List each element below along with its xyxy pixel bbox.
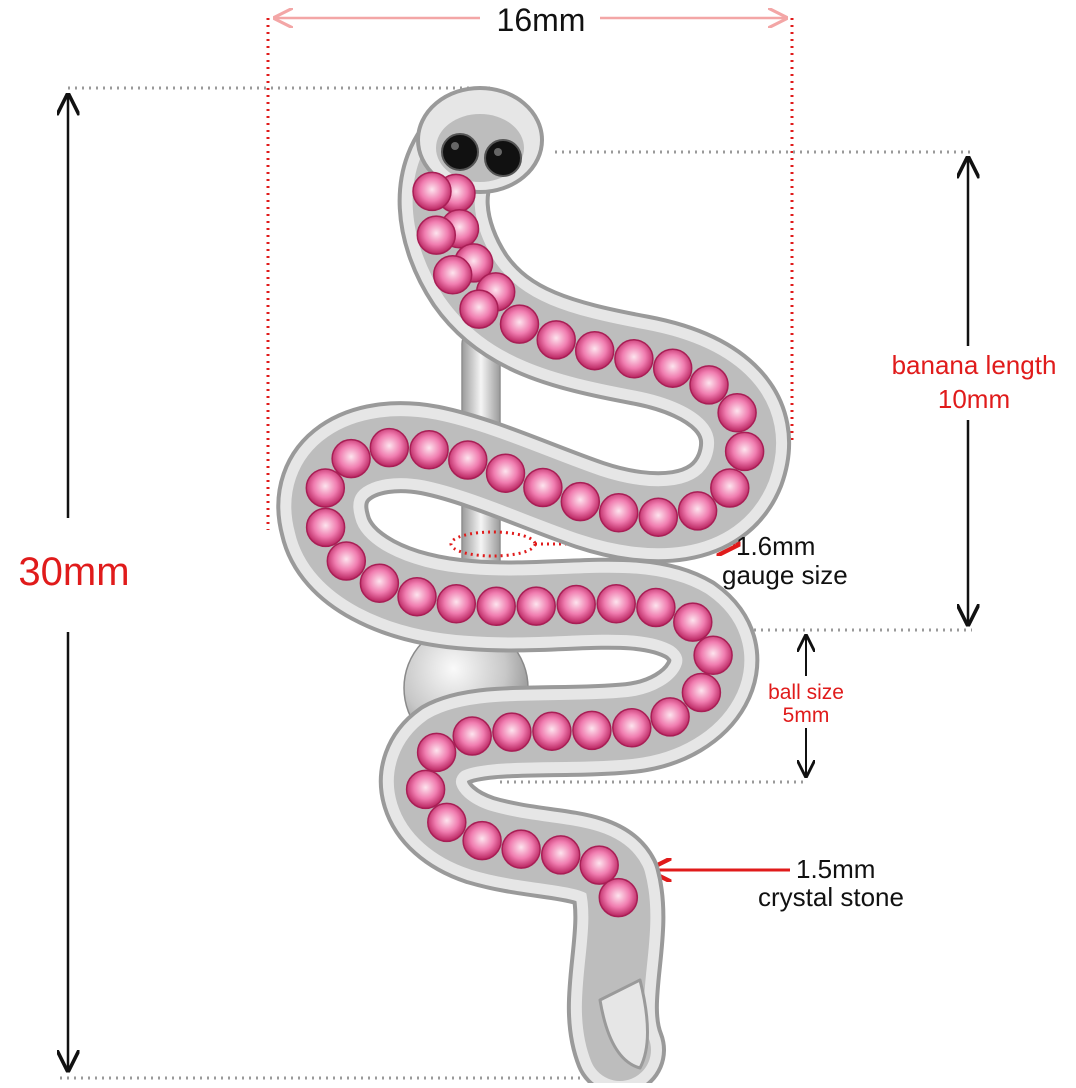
snake-tail-tip [598,978,649,1070]
height-label: 30mm [18,550,130,594]
crystal-gem [305,507,346,548]
crystal-gem [476,586,516,627]
crystal-gem [326,541,367,581]
crystal-gem [572,710,612,751]
crystal-gem [448,440,488,480]
crystal-gem [638,497,679,537]
crystal-gem [499,304,540,344]
crystal-gem [536,320,576,360]
crystal-gem [650,697,690,737]
crystal-gem [540,835,581,875]
crystal-gem [427,802,467,843]
snake-eyes [441,133,522,177]
crystal-gem [416,215,457,255]
right-eye-glint [494,148,502,156]
crystal-gem [693,635,733,676]
crystal-gem [523,467,563,508]
crystal-gem [710,468,750,508]
ball-size-label: ball size [768,681,844,704]
crystal-gem [598,493,639,533]
crystal-gem [369,427,410,468]
crystal-gem [432,255,473,295]
crystal-value: 1.5mm [796,854,876,884]
crystal-gem [636,587,676,628]
crystal-gem [412,171,452,212]
banana-length-value: 10mm [937,384,1011,414]
banana-length-label: banana length [891,350,1057,380]
crystal-gem [452,716,492,756]
crystal-gem [485,453,526,493]
crystal-gem [598,877,639,918]
crystal-gem [652,348,693,388]
left-eye-glint [451,142,459,150]
guide-lines [60,18,972,1080]
crystal-gem [596,584,636,624]
crystal-label: crystal stone [758,882,904,912]
crystal-gem [516,586,556,626]
crystal-gem [331,438,371,479]
crystal-gem [501,829,541,869]
crystal-gem [459,289,499,329]
crystal-gem [436,584,477,624]
crystal-gem [397,576,437,617]
crystal-gem [579,845,619,885]
crystal-gem [492,712,532,752]
crystal-gem [614,339,654,379]
crystal-stones [305,171,765,918]
crystal-gem [560,481,601,522]
left-eye-gem [441,133,479,171]
crystal-gem [689,365,729,405]
crystal-gem [532,711,572,751]
crystal-gem [409,430,449,470]
crystal-gem [359,563,400,603]
crystal-gem [681,672,722,713]
gauge-value: 1.6mm [736,531,816,561]
ball-size-value: 5mm [782,704,830,727]
crystal-gem [405,769,446,810]
crystal-gem [556,584,596,625]
crystal-gem [462,820,502,861]
crystal-gem [677,491,718,531]
crystal-gem [673,602,713,642]
gauge-marker [449,530,537,558]
gauge-label: gauge size [722,560,848,590]
right-eye-gem [484,139,522,177]
width-label: 16mm [496,2,586,38]
crystal-gem [305,468,346,508]
crystal-gem [574,330,615,371]
crystal-gem [416,732,457,773]
crystal-gem [724,431,765,472]
crystal-gem [612,708,652,748]
crystal-gem [717,393,757,433]
